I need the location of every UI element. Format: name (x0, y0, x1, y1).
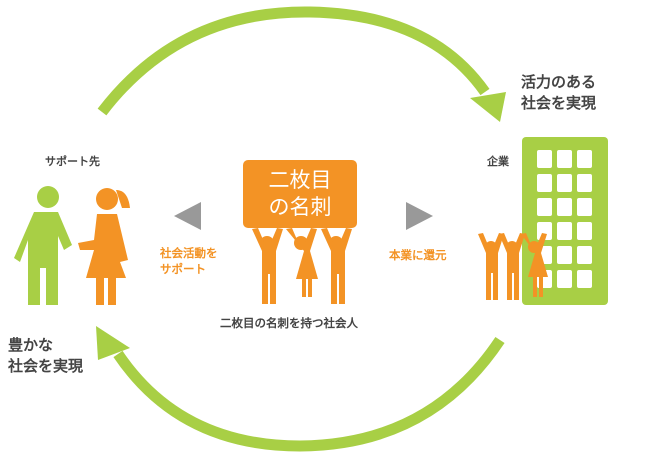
building-window (577, 174, 592, 192)
rich-society-line1: 豊かな (8, 336, 54, 354)
vibrant-society-line1: 活力のある (521, 73, 597, 91)
company-building-icon (522, 137, 608, 305)
building-window (557, 270, 572, 288)
cheering-employees-icon (478, 233, 548, 300)
business-card-sign: 二枚目 の名刺 (243, 160, 357, 228)
rich-society-label: 豊かな 社会を実現 (8, 335, 83, 377)
arrow-left-icon (174, 202, 201, 230)
support-activity-line1: 社会活動を (160, 246, 218, 260)
support-activity-line2: サポート (160, 262, 206, 276)
rich-society-line2: 社会を実現 (8, 357, 84, 375)
building-window (557, 246, 572, 264)
building-window (557, 222, 572, 240)
arrow-right-icon (406, 202, 433, 230)
top-cycle-arrow (97, 6, 506, 122)
people-holding-card-icon (252, 228, 352, 304)
building-window (557, 150, 572, 168)
building-window (537, 150, 552, 168)
building-window (577, 198, 592, 216)
building-window (537, 174, 552, 192)
building-window (577, 270, 592, 288)
caption: 二枚目の名刺を持つ社会人 (220, 316, 358, 330)
bottom-cycle-arrow (96, 326, 505, 452)
support-target-label: サポート先 (45, 155, 100, 168)
elderly-person-icon (14, 186, 72, 305)
building-window (557, 198, 572, 216)
support-activity-label: 社会活動を サポート (160, 245, 218, 277)
building-window (577, 222, 592, 240)
building-window (577, 150, 592, 168)
business-card-line2: の名刺 (268, 195, 332, 219)
business-card-line1: 二枚目 (268, 168, 332, 192)
vibrant-society-line2: 社会を実現 (521, 94, 597, 112)
building-window (537, 198, 552, 216)
company-label: 企業 (487, 155, 509, 168)
vibrant-society-label: 活力のある 社会を実現 (521, 72, 596, 114)
building-window (557, 174, 572, 192)
woman-helping-icon (78, 188, 130, 305)
building-window (577, 246, 592, 264)
building-window (537, 222, 552, 240)
return-to-business-label: 本業に還元 (389, 248, 447, 262)
